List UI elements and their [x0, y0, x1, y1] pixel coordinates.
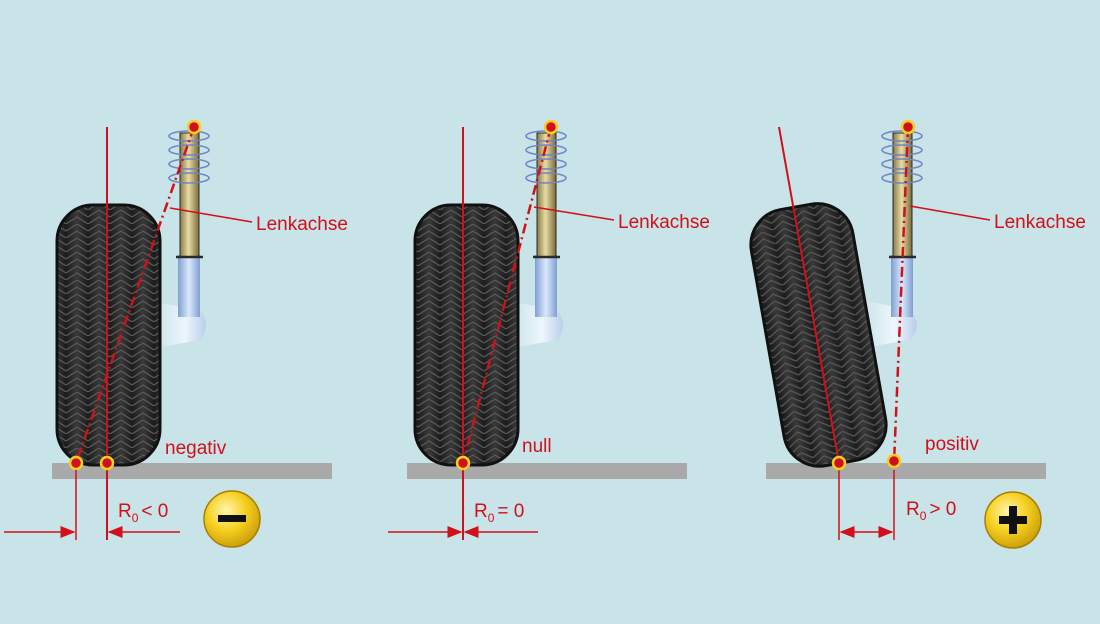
tire — [57, 205, 160, 465]
shock-body — [179, 132, 200, 258]
ground-point-axis — [886, 453, 902, 469]
tilted-tire-group — [749, 202, 888, 468]
strut-tube — [178, 255, 200, 317]
wheel-center-line — [778, 126, 840, 464]
offset-label: R0> 0 — [906, 499, 956, 523]
shock-body — [536, 132, 557, 258]
minus-badge — [203, 490, 261, 548]
ground-bar — [52, 463, 332, 479]
case-label: negativ — [165, 438, 227, 459]
axis-top-point — [186, 119, 202, 135]
tire — [750, 203, 887, 467]
case-label: positiv — [925, 434, 979, 455]
tire — [415, 205, 518, 465]
axis-top-point — [543, 119, 559, 135]
axis-top-point — [900, 119, 916, 135]
offset-label: R0< 0 — [118, 501, 168, 525]
ground-point-center — [455, 455, 471, 471]
steering-axis-line — [892, 126, 910, 464]
axis-label: Lenkachse — [618, 212, 710, 233]
shock-body — [892, 132, 913, 258]
panel-zero: Lenkachse R0= 0 null — [388, 119, 710, 540]
axis-label-pointer — [169, 207, 253, 223]
offset-label: R0= 0 — [474, 501, 524, 525]
strut-tube — [535, 255, 557, 317]
panel-positive: Lenkachse R0> 0 positiv — [749, 119, 1086, 549]
axis-label: Lenkachse — [256, 214, 348, 235]
minus-icon — [218, 515, 246, 522]
axis-label: Lenkachse — [994, 212, 1086, 233]
case-label: null — [522, 436, 552, 457]
ground-point-axis — [68, 455, 84, 471]
strut-tube — [891, 255, 913, 317]
plus-icon — [999, 506, 1027, 534]
ground-point-center — [99, 455, 115, 471]
ground-bar — [407, 463, 687, 479]
axis-label-pointer — [533, 206, 615, 221]
panel-negative: Lenkachse R0< 0 negativ — [4, 119, 348, 548]
axis-label-pointer — [909, 205, 991, 221]
steering-axis-line — [461, 126, 553, 464]
ground-point-center — [831, 455, 847, 471]
plus-badge — [984, 491, 1042, 549]
